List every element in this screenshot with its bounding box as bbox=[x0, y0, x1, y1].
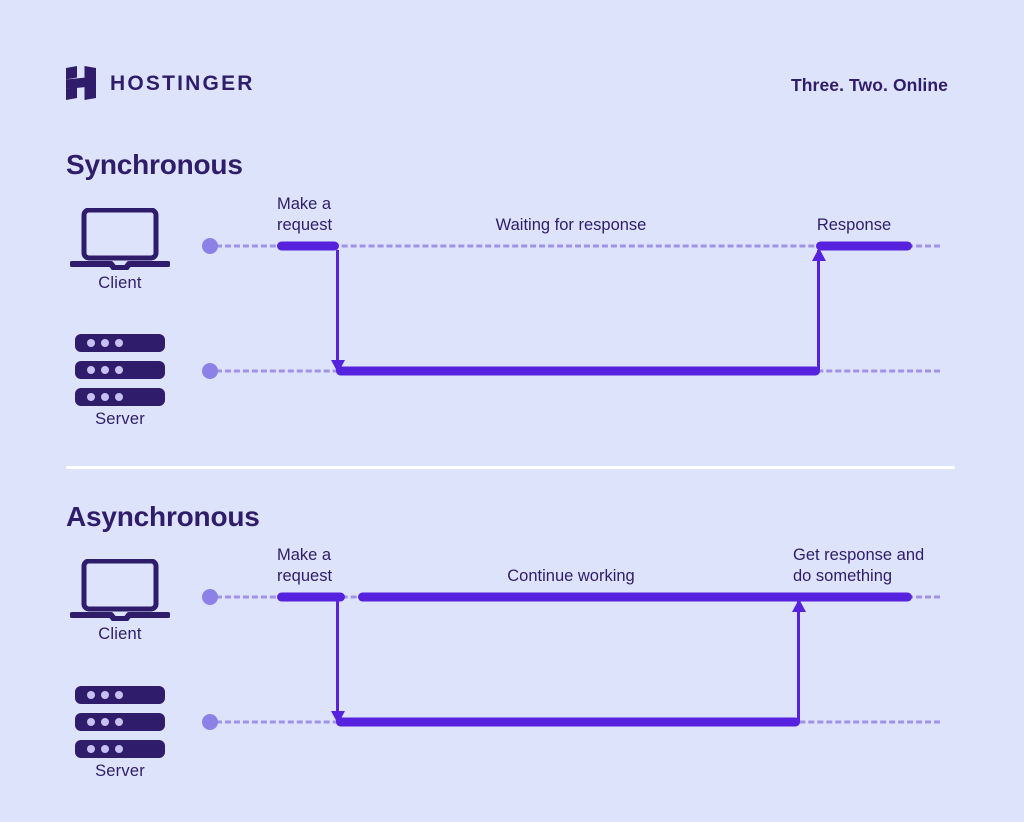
actor-client-synchronous: Client bbox=[40, 208, 200, 293]
timeline-start-dot bbox=[202, 714, 218, 730]
activity-bar-make-request bbox=[277, 241, 339, 251]
caption-response: Response bbox=[816, 216, 892, 234]
arrow-head-down-icon bbox=[330, 360, 345, 373]
brand: HOSTINGER bbox=[66, 66, 255, 100]
brand-name: HOSTINGER bbox=[110, 71, 255, 95]
arrow-response-server-to-client bbox=[791, 599, 806, 722]
arrow-response-server-to-client bbox=[811, 248, 826, 371]
activity-bar-make-request bbox=[277, 592, 345, 602]
caption-make-request-asynchronous: Make a request bbox=[277, 546, 333, 585]
section-title-synchronous: Synchronous bbox=[66, 149, 243, 180]
timeline-start-dot bbox=[202, 363, 218, 379]
activity-bar-processing bbox=[336, 717, 800, 727]
arrow-head-up-icon bbox=[811, 248, 826, 261]
timeline-start-dot bbox=[202, 238, 218, 254]
actor-server-asynchronous: Server bbox=[40, 686, 200, 781]
actor-label-client: Client bbox=[98, 274, 142, 292]
actor-label-server: Server bbox=[95, 762, 145, 780]
actor-server-synchronous: Server bbox=[40, 334, 200, 429]
activity-bar-processing bbox=[336, 366, 820, 376]
actor-label-server: Server bbox=[95, 410, 145, 428]
timeline-start-dot bbox=[202, 589, 218, 605]
arrow-request-client-to-server bbox=[330, 250, 345, 373]
actor-label-client: Client bbox=[98, 625, 142, 643]
arrow-head-up-icon bbox=[791, 599, 806, 612]
tagline: Three. Two. Online bbox=[790, 75, 948, 95]
section-title-asynchronous: Asynchronous bbox=[66, 501, 260, 532]
arrow-request-client-to-server bbox=[330, 601, 345, 724]
caption-waiting-for-response: Waiting for response bbox=[495, 216, 647, 234]
server-icon bbox=[75, 334, 165, 406]
caption-continue-working: Continue working bbox=[507, 567, 635, 585]
activity-bar-response bbox=[816, 241, 912, 251]
section-divider bbox=[66, 466, 955, 469]
hostinger-h-logo-icon bbox=[66, 66, 96, 100]
activity-bar-continue-working bbox=[358, 592, 912, 602]
laptop-icon bbox=[70, 208, 170, 270]
timeline-dashed-line bbox=[216, 244, 940, 248]
caption-get-response: Get response and do something bbox=[793, 546, 925, 585]
caption-make-request-synchronous: Make a request bbox=[277, 195, 333, 234]
actor-client-asynchronous: Client bbox=[40, 559, 200, 644]
laptop-icon bbox=[70, 559, 170, 621]
server-icon bbox=[75, 686, 165, 758]
arrow-head-down-icon bbox=[330, 711, 345, 724]
